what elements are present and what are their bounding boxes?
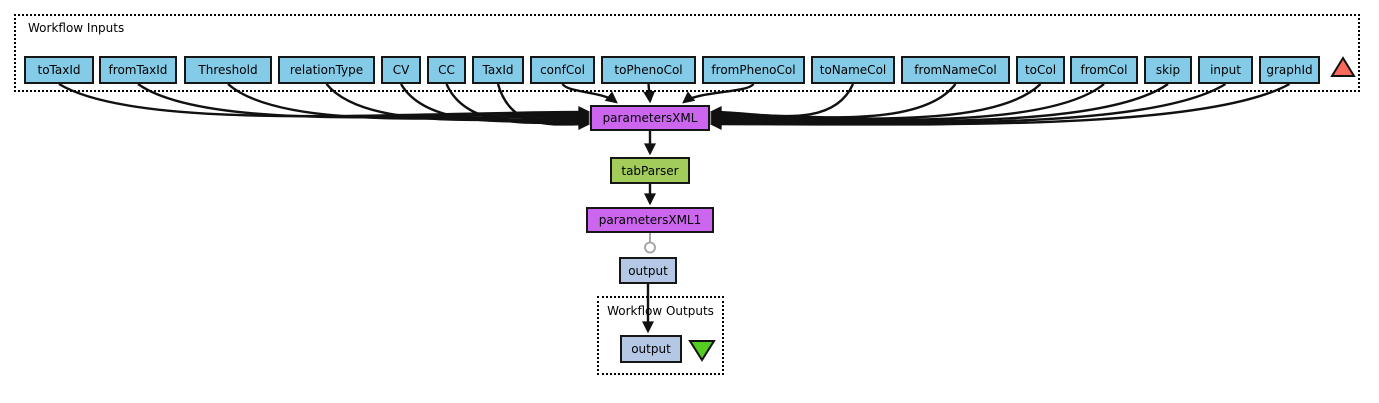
node-input[interactable]: input xyxy=(1198,56,1253,84)
output-ports-triangle-icon xyxy=(688,340,716,362)
node-fromNameCol[interactable]: fromNameCol xyxy=(901,56,1010,84)
node-confCol[interactable]: confCol xyxy=(530,56,595,84)
node-label: output xyxy=(631,342,671,356)
node-graphId[interactable]: graphId xyxy=(1259,56,1320,84)
node-label: toTaxId xyxy=(37,63,81,77)
node-label: confCol xyxy=(540,63,585,77)
node-label: parametersXML xyxy=(602,111,698,125)
node-CV[interactable]: CV xyxy=(381,56,421,84)
node-toPhenoCol[interactable]: toPhenoCol xyxy=(601,56,696,84)
node-fromTaxId[interactable]: fromTaxId xyxy=(99,56,177,84)
workflow-inputs-box: Workflow Inputs xyxy=(14,14,1360,92)
node-label: tabParser xyxy=(621,163,679,178)
node-tabParser[interactable]: tabParser xyxy=(610,157,690,184)
node-CC[interactable]: CC xyxy=(427,56,466,84)
node-label: Threshold xyxy=(198,63,258,77)
node-fromCol[interactable]: fromCol xyxy=(1070,56,1138,84)
node-parametersXML1[interactable]: parametersXML1 xyxy=(586,207,714,233)
workflow-inputs-title: Workflow Inputs xyxy=(28,21,125,35)
node-label: fromTaxId xyxy=(108,63,168,77)
node-relationType[interactable]: relationType xyxy=(278,56,375,84)
node-label: fromPhenoCol xyxy=(711,63,796,77)
node-toNameCol[interactable]: toNameCol xyxy=(811,56,895,84)
node-toCol[interactable]: toCol xyxy=(1016,56,1065,84)
node-label: fromNameCol xyxy=(914,63,997,77)
node-fromPhenoCol[interactable]: fromPhenoCol xyxy=(702,56,805,84)
node-label: output xyxy=(628,263,668,278)
node-label: fromCol xyxy=(1080,63,1128,77)
node-skip[interactable]: skip xyxy=(1144,56,1192,84)
node-output[interactable]: output xyxy=(619,257,677,284)
node-label: CC xyxy=(438,63,455,77)
workflow-outputs-box: Workflow Outputs xyxy=(597,296,724,375)
node-output_out[interactable]: output xyxy=(620,335,682,363)
node-label: toPhenoCol xyxy=(614,63,683,77)
node-label: relationType xyxy=(289,63,364,77)
node-label: parametersXML1 xyxy=(598,213,702,227)
node-label: input xyxy=(1210,63,1241,77)
workflow-outputs-title: Workflow Outputs xyxy=(607,304,714,318)
node-label: skip xyxy=(1155,63,1181,77)
node-label: TaxId xyxy=(482,63,514,77)
input-ports-triangle-icon xyxy=(1330,56,1356,77)
node-toTaxId[interactable]: toTaxId xyxy=(24,56,94,84)
node-parametersXML[interactable]: parametersXML xyxy=(590,105,710,131)
node-label: graphId xyxy=(1266,63,1313,77)
node-label: toNameCol xyxy=(819,63,887,77)
node-label: toCol xyxy=(1024,63,1057,77)
node-Threshold[interactable]: Threshold xyxy=(184,56,272,84)
node-label: CV xyxy=(392,63,410,77)
node-TaxId[interactable]: TaxId xyxy=(472,56,524,84)
